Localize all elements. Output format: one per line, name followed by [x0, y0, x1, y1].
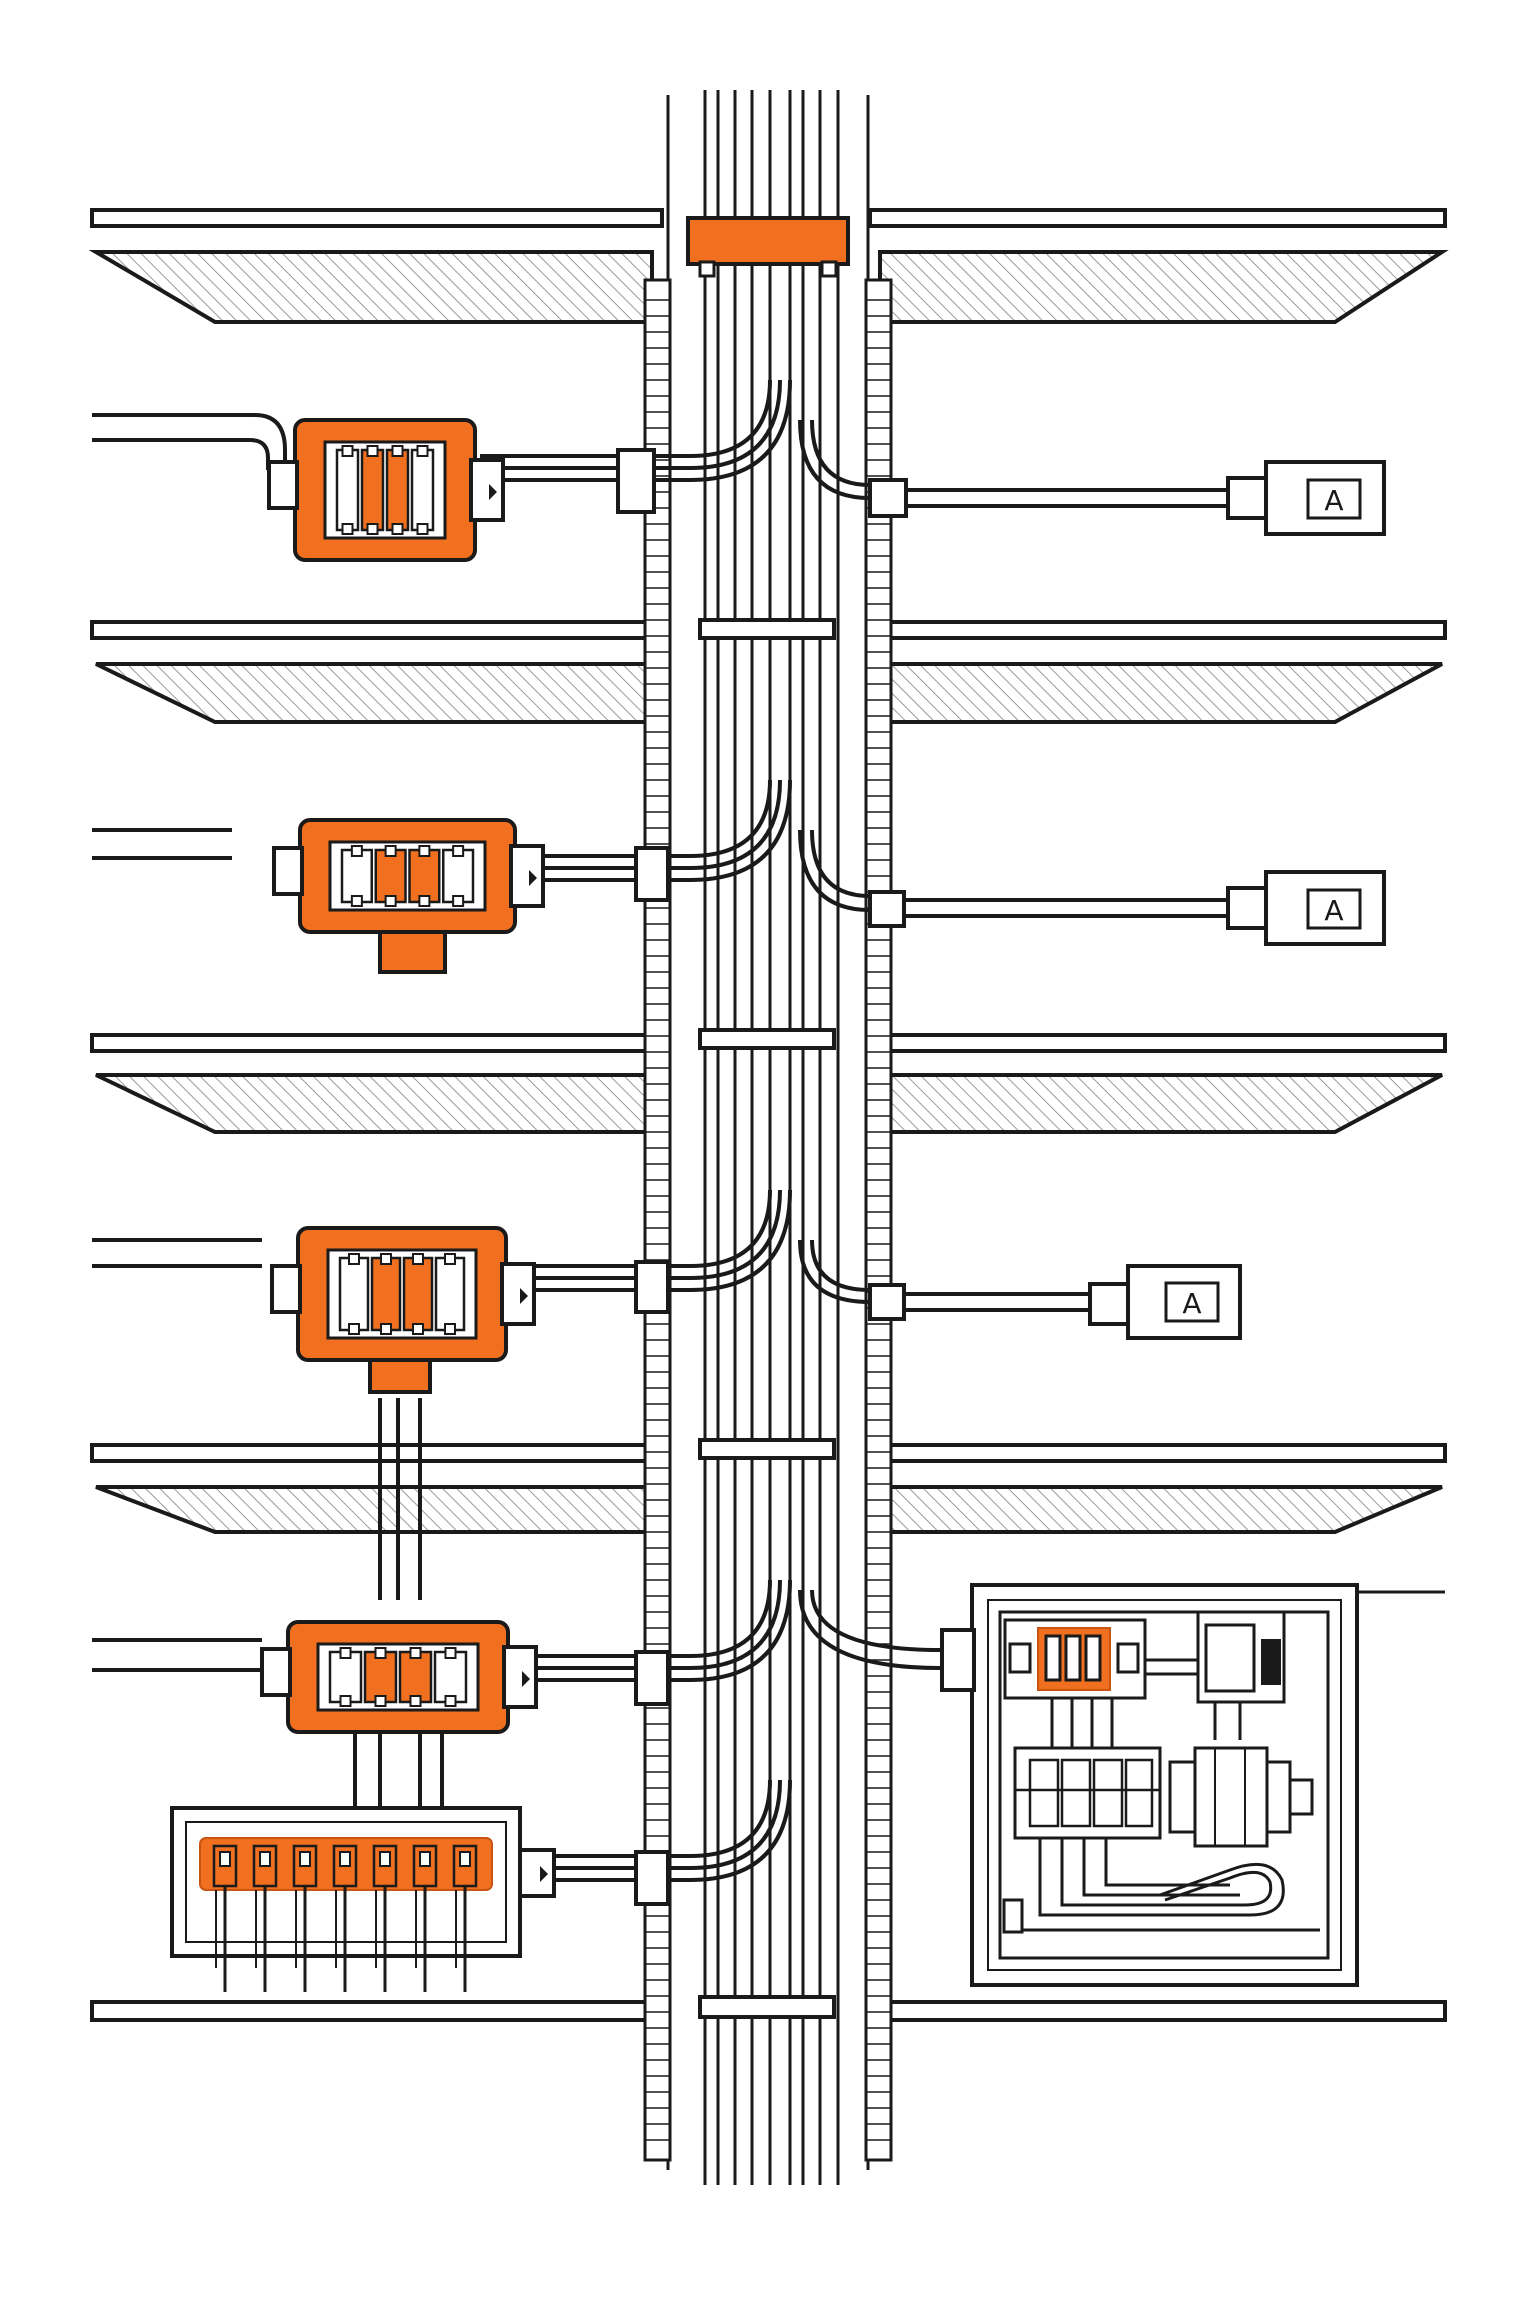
- outlet-2[interactable]: A: [1226, 870, 1386, 946]
- left-feeds: [92, 413, 444, 1810]
- outlet-label: A: [1182, 1287, 1201, 1320]
- outlet-label: A: [1324, 484, 1343, 517]
- terminal-strip-icon: [212, 1844, 478, 1992]
- outlet-icon: A: [1306, 888, 1362, 930]
- outlet-icon: A: [1164, 1281, 1220, 1323]
- terminal-strip[interactable]: [170, 1806, 556, 1992]
- left-branches: [480, 379, 792, 1882]
- junction-box-icon: [335, 445, 435, 535]
- riser-straps: [698, 618, 836, 2019]
- outlet-icon: A: [1306, 478, 1362, 520]
- junction-box-1[interactable]: [267, 418, 505, 562]
- junction-box-icon: [340, 845, 475, 907]
- floor-slab-3: [90, 1033, 1447, 1134]
- junction-box-3[interactable]: [270, 1226, 536, 1394]
- right-branches: [798, 419, 1230, 1670]
- junction-box-4[interactable]: [260, 1620, 538, 1734]
- outlet-3[interactable]: A: [1088, 1264, 1242, 1340]
- floor-slabs: [88, 208, 1449, 2022]
- outlet-label: A: [1324, 894, 1343, 927]
- cable-clamp-icon: [686, 216, 850, 278]
- junction-box-icon: [328, 1647, 468, 1707]
- breaker-icon: [1008, 1634, 1140, 1682]
- distribution-panel[interactable]: [940, 1583, 1445, 1987]
- vertical-conductors: [703, 90, 840, 2185]
- junction-box-icon: [338, 1253, 466, 1335]
- junction-box-2[interactable]: [272, 818, 545, 974]
- outlet-1[interactable]: A: [1226, 460, 1386, 536]
- conduit-couplers: [616, 448, 908, 1906]
- junction-boxes: [260, 418, 545, 1734]
